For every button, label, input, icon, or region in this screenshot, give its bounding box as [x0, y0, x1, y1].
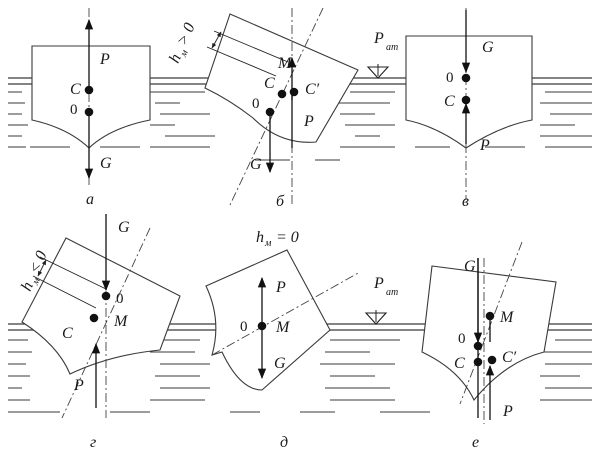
- label-C-a: C: [70, 81, 81, 98]
- point-M-e: [485, 311, 495, 321]
- label-P-v: P: [479, 137, 490, 154]
- panel-e: G M 0 C C′ P P ат е: [364, 241, 557, 451]
- h-relation-g: < 0: [26, 249, 51, 277]
- atm-pressure-v: P ат: [366, 30, 398, 79]
- label-M-e: M: [499, 309, 515, 326]
- label-C-b: C: [264, 75, 275, 92]
- point-0-v: [461, 73, 471, 83]
- panel-v: G 0 C P P ат в: [366, 8, 533, 210]
- hull-e: [421, 265, 557, 402]
- tilt-axis-b: [229, 7, 324, 206]
- label-Patm-v: P: [373, 30, 384, 47]
- label-Patm-e: P: [373, 275, 384, 292]
- caption-b: б: [276, 193, 285, 210]
- label-0-d: 0: [240, 319, 248, 335]
- tilt-axis-d: [211, 271, 361, 356]
- label-G-g: G: [118, 219, 130, 236]
- point-C-g: [89, 313, 99, 323]
- tilt-axis-e: [459, 241, 523, 405]
- point-0-a: [84, 107, 94, 117]
- dim-arrow-b: [211, 31, 222, 49]
- tilt-axis-g: [61, 227, 151, 419]
- label-0-b: 0: [252, 96, 260, 112]
- point-0-g: [101, 291, 111, 301]
- hull-b: [204, 13, 359, 143]
- h-symbol-d: h: [256, 229, 264, 246]
- caption-g: г: [90, 434, 96, 451]
- dim-line-C-b: [206, 46, 277, 77]
- point-Cprime-e: [487, 355, 497, 365]
- point-0-e: [473, 341, 483, 351]
- label-Patm-sub-e: ат: [386, 287, 398, 298]
- hull-v: [405, 35, 533, 149]
- point-C-e: [473, 357, 483, 367]
- label-P-d: P: [275, 279, 286, 296]
- label-Patm-sub-v: ат: [386, 42, 398, 53]
- point-C-v: [461, 95, 471, 105]
- label-P-e: P: [502, 403, 513, 420]
- label-M-d: M: [275, 319, 291, 336]
- h-subscript-g: м: [30, 276, 43, 288]
- label-Cprime-e: C′: [502, 349, 517, 366]
- label-G-d: G: [274, 355, 286, 372]
- dim-line-0-g: [39, 256, 107, 290]
- hull-a: [31, 45, 151, 149]
- label-G-e: G: [464, 258, 476, 275]
- height-label-b: h м > 0: [166, 21, 199, 66]
- label-M-g: M: [113, 313, 129, 330]
- point-0-b: [265, 107, 275, 117]
- panel-g: G 0 M C P h м < 0 г: [18, 214, 181, 451]
- caption-e: е: [472, 434, 479, 451]
- caption-a: а: [86, 191, 94, 208]
- height-label-d: h м = 0: [256, 229, 299, 249]
- label-0-a: 0: [70, 102, 78, 118]
- label-P-g: P: [73, 377, 84, 394]
- label-G-v: G: [482, 39, 494, 56]
- panel-b: M C C′ 0 P G h м > 0 б: [166, 7, 359, 210]
- water-dashes-bottom: [8, 339, 592, 413]
- label-Cprime-b: C′: [305, 81, 320, 98]
- hull-d: [205, 249, 331, 391]
- hull-g: [21, 237, 181, 375]
- label-G-a: G: [100, 155, 112, 172]
- label-G-b: G: [250, 156, 262, 173]
- point-C-b: [277, 89, 287, 99]
- dim-line-M-g: [32, 275, 97, 309]
- label-0-e: 0: [458, 331, 466, 347]
- label-C-g: C: [62, 325, 73, 342]
- h-subscript-b: м: [178, 48, 191, 60]
- point-Cprime-b: [289, 87, 299, 97]
- label-P-b: P: [303, 113, 314, 130]
- caption-v: в: [462, 193, 469, 210]
- h-subscript-d: м: [264, 238, 272, 249]
- atm-pressure-e: P ат: [364, 275, 398, 325]
- panel-a: P C 0 G а: [31, 8, 151, 208]
- dim-arrow-g: [37, 259, 47, 277]
- point-0M-d: [257, 321, 267, 331]
- dim-line-M-b: [213, 30, 289, 63]
- label-0-g: 0: [116, 291, 124, 307]
- label-P-a: P: [99, 51, 110, 68]
- caption-d: д: [280, 434, 288, 451]
- label-C-e: C: [454, 355, 465, 372]
- h-relation-b: > 0: [174, 21, 199, 49]
- water-dashes-top: [8, 91, 592, 161]
- label-C-v: C: [444, 93, 455, 110]
- h-relation-d: = 0: [276, 229, 299, 246]
- label-0-v: 0: [446, 70, 454, 86]
- point-C-a: [84, 85, 94, 95]
- label-M-b: M: [277, 55, 293, 72]
- panel-d: P 0 M G h м = 0 д: [205, 229, 361, 451]
